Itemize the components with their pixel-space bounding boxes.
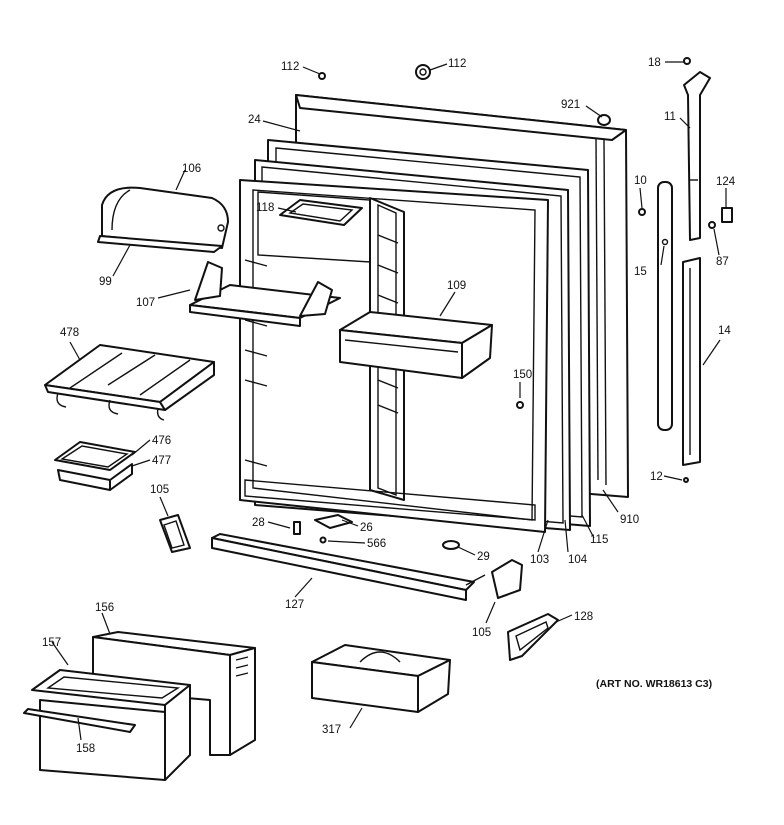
label-115: 115 bbox=[590, 534, 608, 546]
bracket-105-left bbox=[159, 514, 191, 553]
label-566: 566 bbox=[367, 538, 386, 550]
bracket-105-right bbox=[491, 559, 523, 599]
bin-317 bbox=[311, 644, 451, 713]
label-478: 478 bbox=[60, 327, 79, 339]
label-14: 14 bbox=[718, 325, 731, 337]
hinge-11 bbox=[683, 57, 711, 241]
door-shelf-107 bbox=[189, 261, 341, 327]
label-18: 18 bbox=[648, 57, 661, 69]
label-26: 26 bbox=[360, 522, 373, 534]
part-labels: 112 112 18 921 11 24 106 118 10 124 99 1… bbox=[42, 57, 736, 755]
tray-476-477 bbox=[54, 441, 136, 491]
label-99: 99 bbox=[99, 276, 112, 288]
label-15: 15 bbox=[634, 266, 647, 278]
door-shelf-109 bbox=[339, 311, 493, 379]
label-10: 10 bbox=[634, 175, 647, 187]
label-157: 157 bbox=[42, 637, 61, 649]
label-12: 12 bbox=[650, 471, 663, 483]
label-24: 24 bbox=[248, 114, 261, 126]
door-bar-127 bbox=[211, 533, 486, 601]
hinge-14 bbox=[682, 257, 701, 466]
screws bbox=[318, 64, 733, 483]
strip-15 bbox=[657, 181, 673, 431]
label-118: 118 bbox=[256, 202, 274, 214]
label-317: 317 bbox=[322, 724, 341, 736]
label-477: 477 bbox=[152, 455, 171, 467]
label-107: 107 bbox=[136, 297, 155, 309]
art-number: (ART NO. WR18613 C3) bbox=[596, 678, 712, 690]
leader-lines bbox=[51, 61, 727, 741]
label-28: 28 bbox=[252, 517, 265, 529]
label-105-right: 105 bbox=[472, 627, 491, 639]
label-112-right: 112 bbox=[448, 58, 466, 70]
label-104: 104 bbox=[568, 554, 588, 566]
label-29: 29 bbox=[477, 551, 490, 563]
label-87: 87 bbox=[716, 256, 729, 268]
label-476: 476 bbox=[152, 435, 171, 447]
egg-tray-478 bbox=[44, 344, 215, 421]
label-150: 150 bbox=[513, 369, 532, 381]
label-109: 109 bbox=[447, 280, 466, 292]
label-128: 128 bbox=[574, 611, 593, 623]
label-112-left: 112 bbox=[281, 61, 299, 73]
dairy-cover-106 bbox=[97, 186, 229, 253]
label-921: 921 bbox=[561, 99, 580, 111]
label-105-left: 105 bbox=[150, 484, 169, 496]
label-124: 124 bbox=[716, 176, 736, 188]
drawer-front-158 bbox=[23, 708, 136, 733]
label-103: 103 bbox=[530, 554, 549, 566]
handle-128 bbox=[507, 613, 559, 661]
dairy-door-118 bbox=[279, 199, 363, 226]
label-11: 11 bbox=[664, 111, 676, 123]
label-156: 156 bbox=[95, 602, 114, 614]
label-910: 910 bbox=[620, 514, 639, 526]
label-127: 127 bbox=[285, 599, 304, 611]
label-106: 106 bbox=[182, 163, 201, 175]
small-fasteners bbox=[293, 514, 460, 550]
label-158: 158 bbox=[76, 743, 95, 755]
